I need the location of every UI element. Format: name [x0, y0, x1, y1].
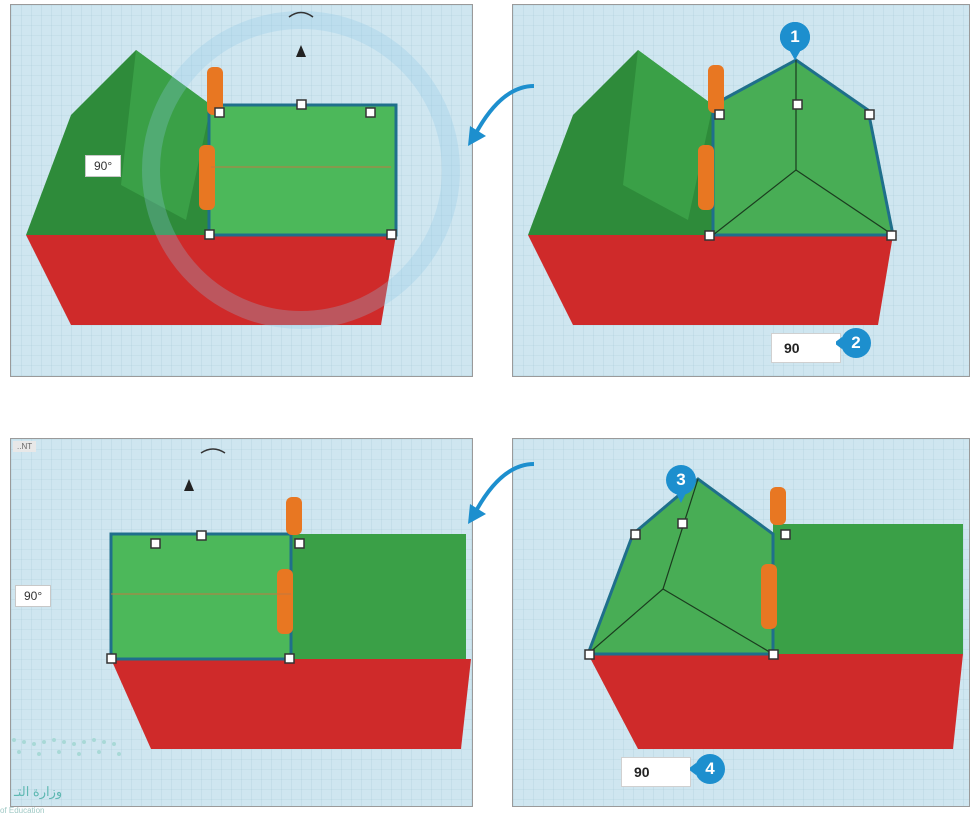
step-badge-2: 2 [836, 326, 871, 360]
ministry-logo-icon [12, 738, 121, 756]
viewport-panel-1[interactable]: 90° [10, 4, 473, 377]
viewport-panel-3[interactable]: ..NT 90° [10, 438, 473, 807]
scene-1 [11, 5, 472, 376]
peg [199, 145, 215, 210]
selected-face [109, 532, 293, 661]
value-input[interactable]: 90 [771, 333, 841, 363]
scene-2 [513, 5, 969, 376]
watermark-text: وزارة التـ [14, 784, 63, 799]
step-badge-4: 4 [690, 752, 725, 786]
selected-face [207, 103, 398, 237]
peg [207, 67, 223, 115]
selected-roof [585, 477, 775, 656]
curved-arrow-icon [468, 84, 535, 146]
value-input[interactable]: 90 [621, 757, 691, 787]
tab-stub[interactable]: ..NT [13, 441, 37, 452]
viewport-panel-2[interactable]: 90 [512, 4, 970, 377]
rotate-arrow-icon [288, 11, 314, 18]
curved-arrow-icon [468, 462, 535, 524]
scene-4 [513, 439, 969, 806]
cone-handle-icon [296, 45, 306, 57]
scene-3 [11, 439, 472, 806]
viewport-panel-4[interactable]: 90 [512, 438, 970, 807]
step-badge-3: 3 [664, 463, 698, 503]
step-badge-1: 1 [778, 20, 812, 60]
selected-roof [711, 58, 895, 237]
base-block [26, 235, 396, 325]
angle-label: 90° [85, 155, 122, 177]
angle-label: 90° [15, 585, 52, 607]
watermark-subtext: of Education [0, 806, 45, 815]
